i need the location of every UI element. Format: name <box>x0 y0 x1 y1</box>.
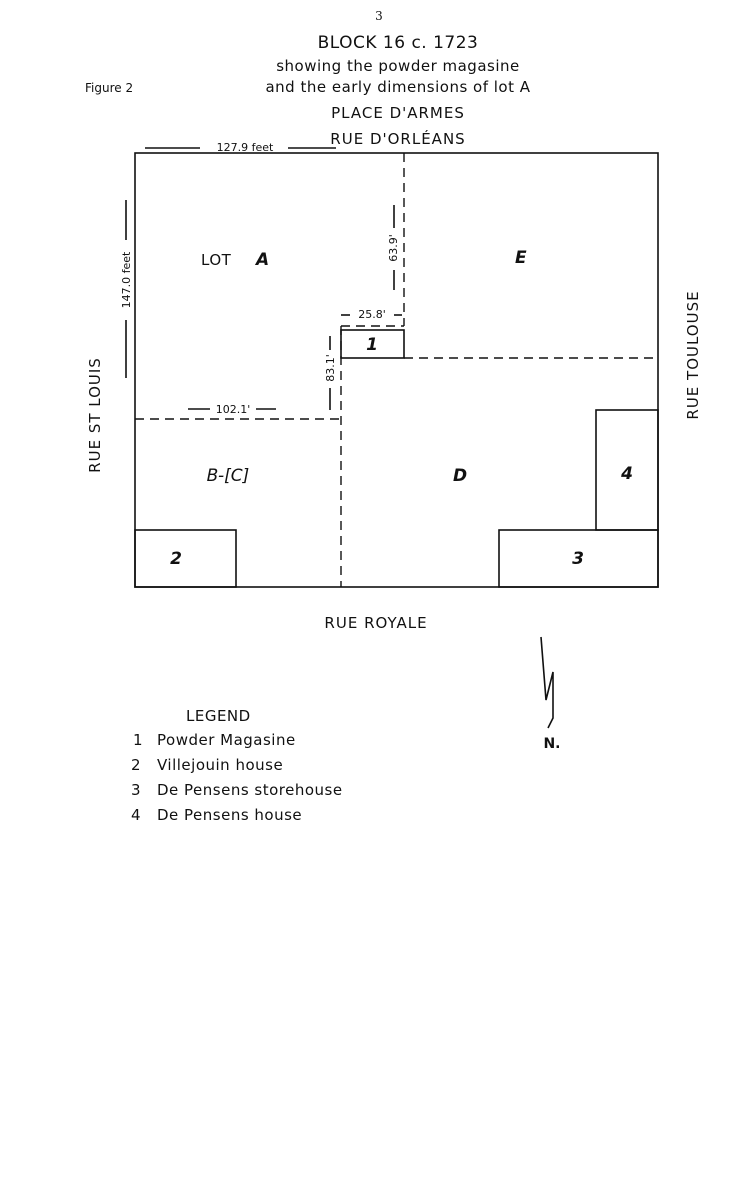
street-rue-dorleans: RUE D'ORLÉANS <box>330 129 465 148</box>
dimension-102-1: 102.1' <box>216 403 251 416</box>
legend-item-number: 1 <box>133 731 143 749</box>
lot-a-label: A <box>254 250 269 270</box>
dimension-63-9: 63.9' <box>387 234 400 262</box>
block-outline <box>134 152 659 588</box>
title-line-3: and the early dimensions of lot A <box>265 78 530 96</box>
legend-item-number: 2 <box>131 756 141 774</box>
dimension-width: 127.9 feet <box>217 141 274 154</box>
north-label: N. <box>543 736 560 752</box>
dimension-25-8: 25.8' <box>358 308 386 321</box>
street-rue-toulouse: RUE TOULOUSE <box>684 290 702 419</box>
street-rue-st-louis: RUE ST LOUIS <box>86 357 104 473</box>
legend-item-number: 3 <box>131 781 141 799</box>
figure-label: Figure 2 <box>85 81 133 95</box>
legend-item-number: 4 <box>131 806 141 824</box>
dimension-83-1: 83.1' <box>324 354 337 382</box>
street-rue-royale: RUE ROYALE <box>324 614 427 632</box>
building-2-number: 2 <box>170 549 182 569</box>
building-4-number: 4 <box>620 464 633 484</box>
title-line-1: BLOCK 16 c. 1723 <box>318 33 479 53</box>
legend-item: 4 De Pensens house <box>131 806 302 824</box>
legend-item-label: De Pensens house <box>157 806 302 824</box>
building-2-villejouin-house <box>134 529 237 588</box>
lot-bc-label: B-[C] <box>207 466 250 486</box>
legend-item: 1 Powder Magasine <box>133 731 296 749</box>
title-line-2: showing the powder magasine <box>276 57 520 75</box>
building-1-powder-magasine <box>340 329 405 359</box>
legend-item: 2 Villejouin house <box>131 756 283 774</box>
legend-title: LEGEND <box>186 707 251 725</box>
north-arrow-icon <box>540 636 554 729</box>
legend-item-label: Powder Magasine <box>157 731 296 749</box>
building-3-number: 3 <box>572 549 584 569</box>
building-3-de-pensens-storehouse <box>498 529 659 588</box>
legend-item-label: De Pensens storehouse <box>157 781 343 799</box>
lot-a-prefix: LOT <box>201 251 232 269</box>
legend-item-label: Villejouin house <box>157 756 283 774</box>
legend-item: 3 De Pensens storehouse <box>131 781 343 799</box>
lot-d-label: D <box>453 466 467 486</box>
page-number: 3 <box>375 9 383 23</box>
lot-e-label: E <box>515 248 527 268</box>
building-1-number: 1 <box>366 335 378 355</box>
street-place-darmes: PLACE D'ARMES <box>331 104 465 122</box>
dimension-height: 147.0 feet <box>120 251 133 308</box>
building-4-de-pensens-house <box>595 409 659 531</box>
